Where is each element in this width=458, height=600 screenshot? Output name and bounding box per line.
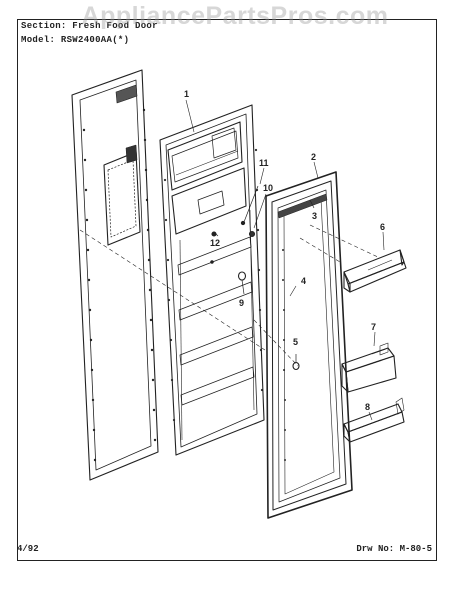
callout-labels: 1 2 3 4 5 6 7 8 9 10 11 12 (184, 89, 385, 412)
door-bin-upper (343, 249, 407, 293)
outer-door-panel (71, 69, 159, 481)
callout-9: 9 (239, 298, 244, 308)
leader-lines (79, 224, 381, 367)
callout-11: 11 (259, 158, 269, 168)
screw-part (292, 354, 300, 371)
callout-4: 4 (301, 276, 306, 286)
callout-10: 10 (263, 183, 273, 193)
callout-7: 7 (371, 322, 376, 332)
callout-2: 2 (311, 152, 316, 162)
callout-6: 6 (380, 222, 385, 232)
clip-part (240, 185, 259, 238)
callout-12: 12 (210, 238, 220, 248)
watermark-logo: AppliancePartsPros.com (81, 2, 389, 30)
model-title: Model: RSW2400AA(*) (21, 35, 130, 45)
callout-1: 1 (184, 89, 189, 99)
door-bin-lower (343, 397, 405, 443)
revision-date: 4/92 (17, 544, 39, 554)
door-bin-middle (341, 342, 397, 393)
section-title: Section: Fresh Food Door (21, 21, 158, 31)
door-gasket (265, 171, 353, 519)
drawing-frame (17, 19, 437, 561)
inner-door-liner (159, 104, 265, 456)
callout-8: 8 (365, 402, 370, 412)
callout-3: 3 (312, 211, 317, 221)
drawing-number: Drw No: M-80-5 (356, 544, 432, 554)
plug-part (237, 271, 247, 295)
callout-5: 5 (293, 337, 298, 347)
